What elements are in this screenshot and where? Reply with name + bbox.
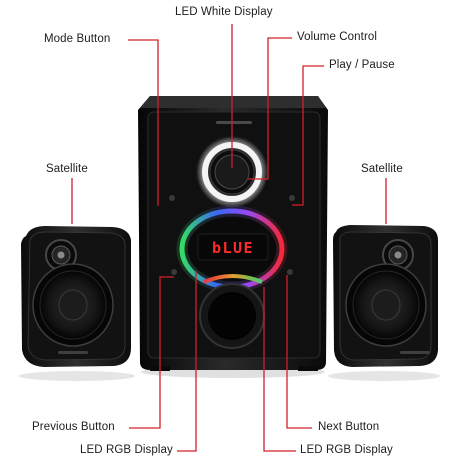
play-pause-label: Play / Pause <box>329 59 395 71</box>
led-white-display-label: LED White Display <box>175 6 273 18</box>
previous-button-label: Previous Button <box>32 421 115 433</box>
brand-logo <box>216 121 252 124</box>
satellite-right-label: Satellite <box>361 163 403 175</box>
leader-led-rgb-right <box>263 287 296 452</box>
led-rgb-display-right-label: LED RGB Display <box>300 444 393 456</box>
play-pause-button-dot[interactable] <box>289 195 295 201</box>
next-button-label: Next Button <box>318 421 380 433</box>
next-button-dot[interactable] <box>287 269 293 275</box>
led-rgb-display-left-label: LED RGB Display <box>80 444 173 456</box>
volume-control-label: Volume Control <box>297 31 378 43</box>
subwoofer-unit: bLUE <box>138 96 328 371</box>
led-display-text: bLUE <box>212 239 254 257</box>
leader-led-rgb-left <box>177 271 197 452</box>
left-satellite-shadow <box>19 371 135 381</box>
leader-play-pause <box>292 65 324 206</box>
satellite-left-label: Satellite <box>46 163 88 175</box>
leader-next <box>286 275 312 429</box>
leader-lines <box>71 24 387 452</box>
leader-mode <box>128 39 159 206</box>
left-satellite-speaker <box>21 226 131 367</box>
previous-button-dot[interactable] <box>171 269 177 275</box>
mode-button-dot[interactable] <box>169 195 175 201</box>
led-display-panel <box>197 233 269 261</box>
right-satellite-shadow <box>328 371 440 381</box>
right-satellite-speaker <box>333 225 438 367</box>
leader-volume <box>248 37 292 180</box>
leader-previous <box>129 276 174 429</box>
mode-button-label: Mode Button <box>44 33 111 45</box>
